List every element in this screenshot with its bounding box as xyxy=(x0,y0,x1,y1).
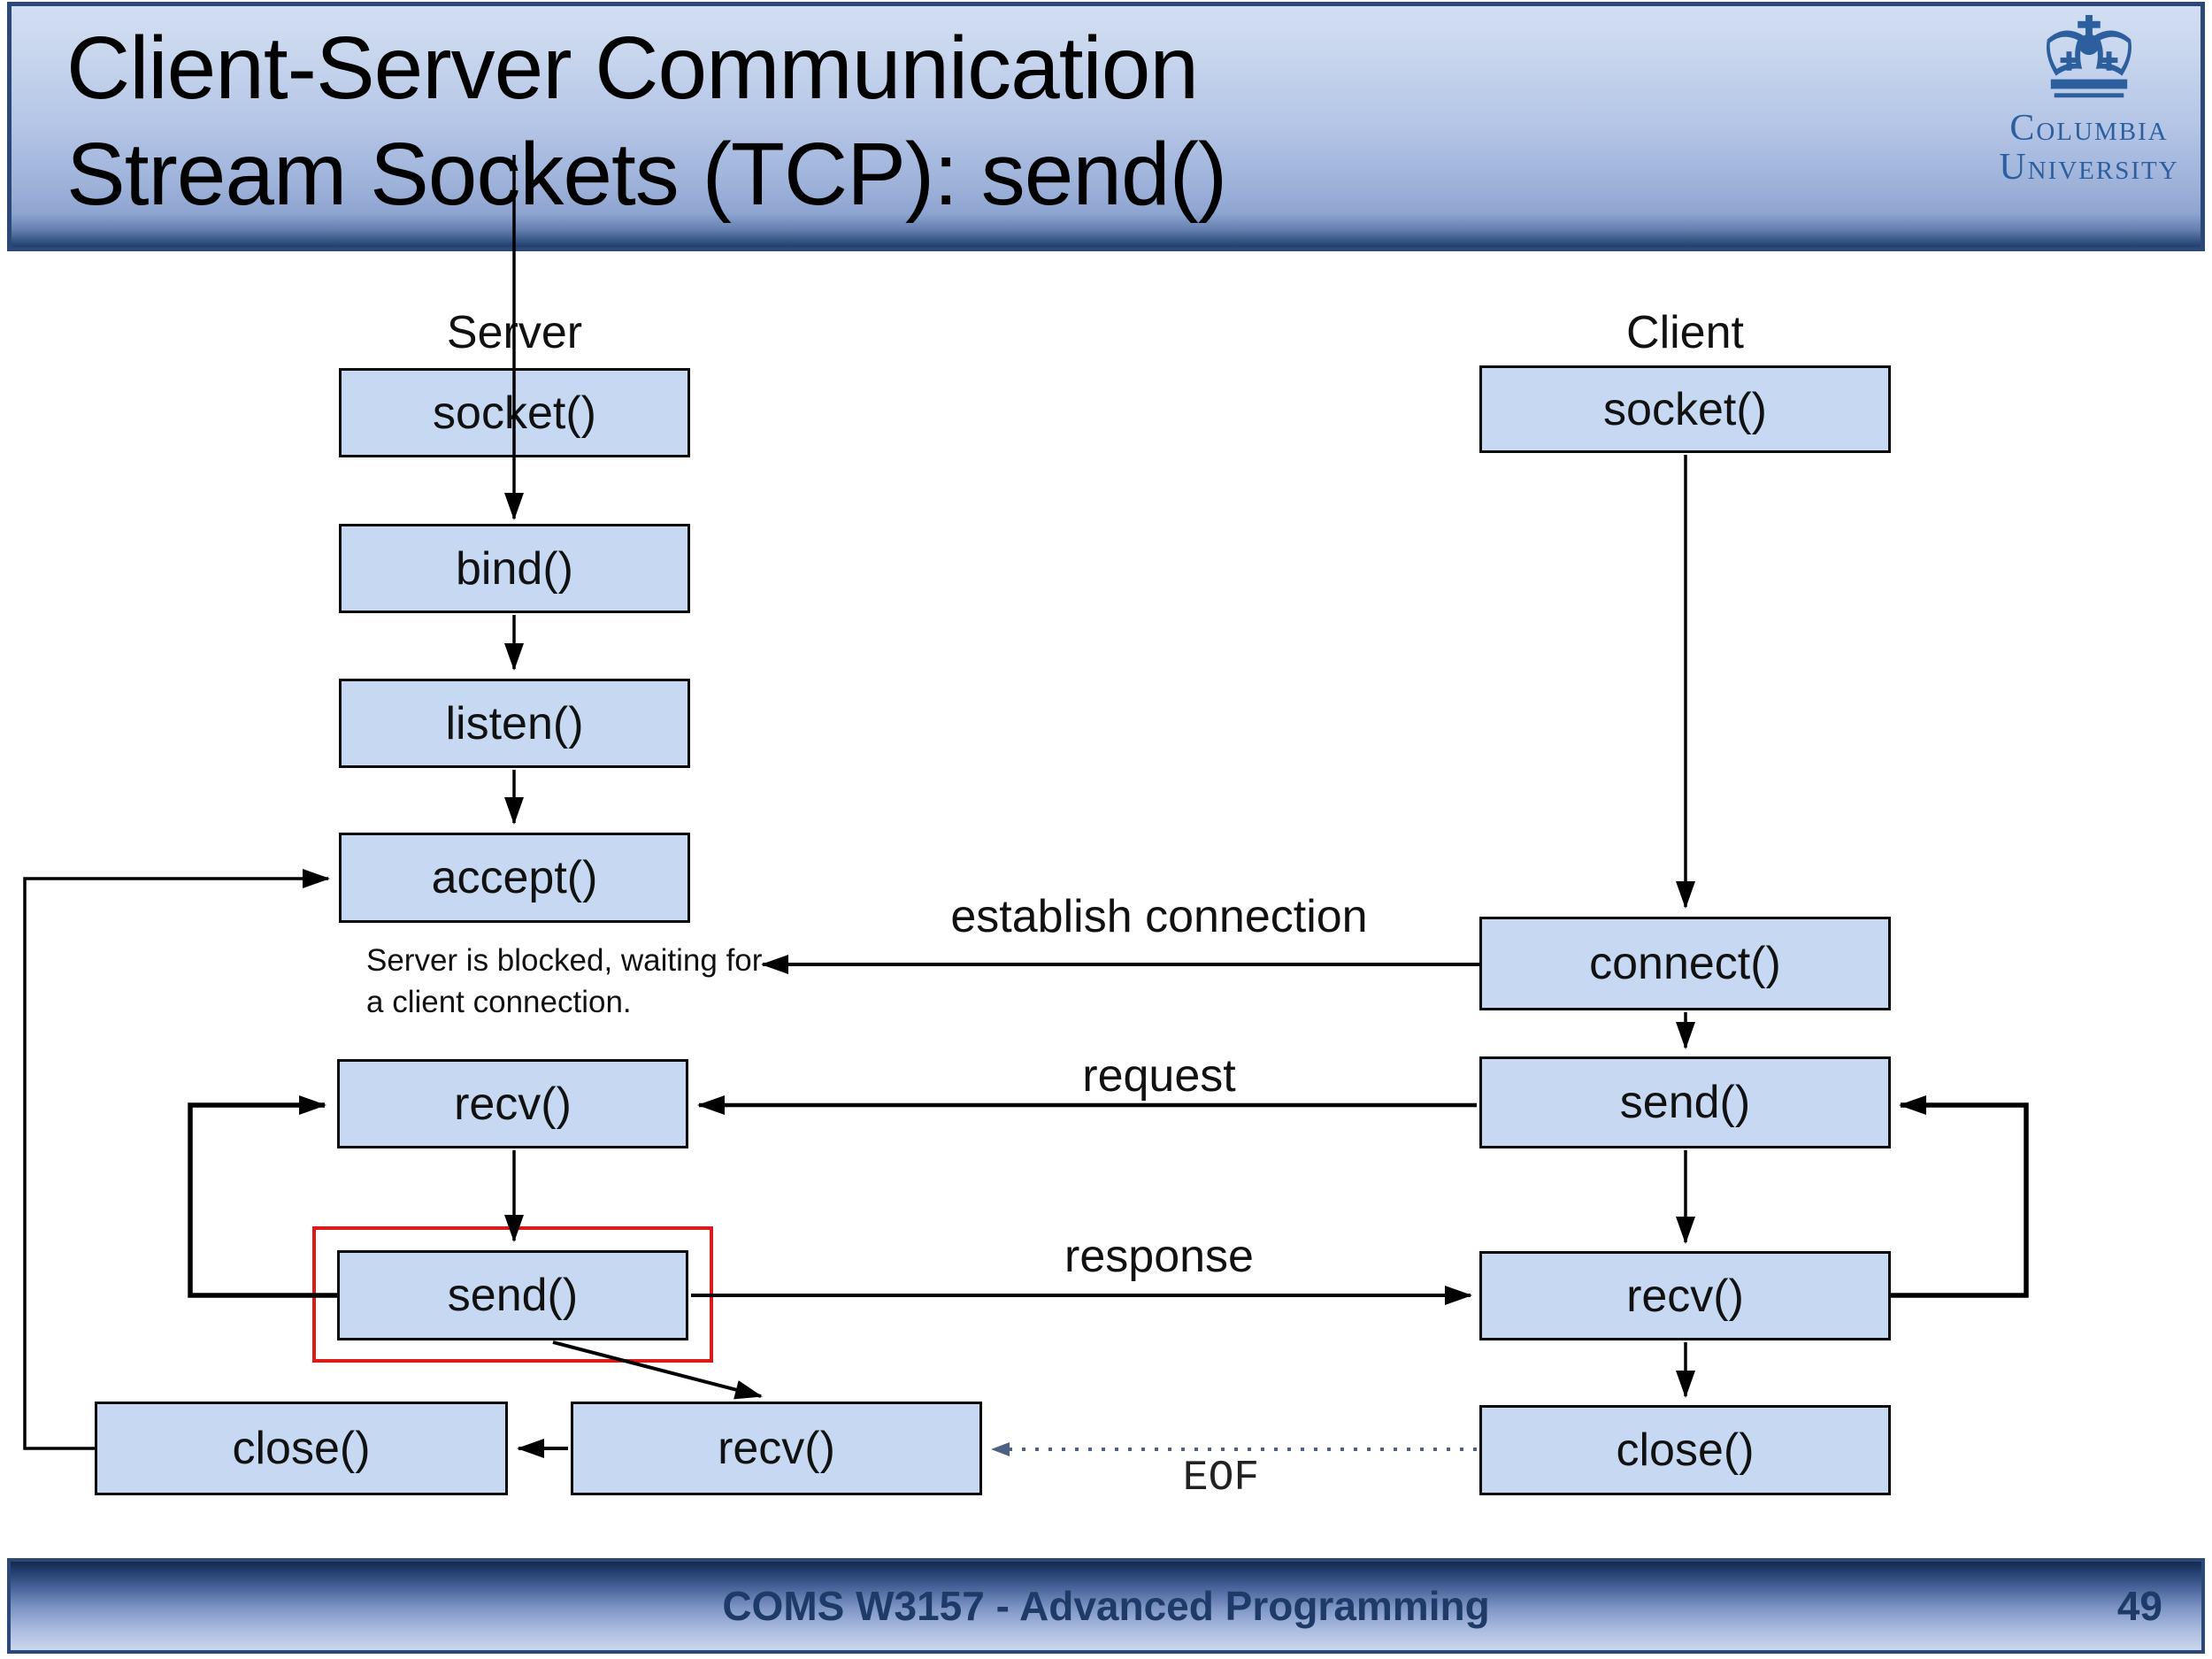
columbia-crown-icon xyxy=(2047,14,2131,98)
client-socket-box: socket() xyxy=(1479,365,1891,453)
columbia-logo: Columbia University xyxy=(1965,13,2212,187)
logo-text-university: University xyxy=(1999,147,2179,188)
footer-bar: COMS W3157 - Advanced Programming 49 xyxy=(7,1558,2205,1654)
eof-label: EOF xyxy=(1182,1455,1260,1502)
client-column-label: Client xyxy=(1626,307,1744,358)
server-accept-box: accept() xyxy=(339,833,690,923)
server-recv-box: recv() xyxy=(337,1059,688,1148)
footer-page-number: 49 xyxy=(2116,1583,2162,1629)
client-close-box: close() xyxy=(1479,1405,1891,1495)
server-blocked-note-line1: Server is blocked, waiting for xyxy=(366,943,763,978)
logo-text-columbia: Columbia xyxy=(2009,108,2169,149)
response-label: response xyxy=(1064,1231,1254,1282)
header-bar: Client-Server Communication Stream Socke… xyxy=(7,2,2205,251)
client-send-box: send() xyxy=(1479,1056,1891,1148)
server-bind-box: bind() xyxy=(339,524,690,613)
server-listen-box: listen() xyxy=(339,679,690,768)
server-close-box: close() xyxy=(95,1402,508,1495)
server-recv2-box: recv() xyxy=(571,1402,982,1495)
slide-title-line1: Client-Server Communication xyxy=(66,19,1199,118)
server-socket-box: socket() xyxy=(339,368,690,457)
client-connect-box: connect() xyxy=(1479,917,1891,1010)
client-recv-box: recv() xyxy=(1479,1251,1891,1340)
request-label: request xyxy=(1082,1050,1236,1102)
server-blocked-note-line2: a client connection. xyxy=(366,985,632,1019)
footer-course-label: COMS W3157 - Advanced Programming xyxy=(722,1583,1490,1629)
slide-title-line2: Stream Sockets (TCP): send() xyxy=(66,125,1227,224)
server-send-box: send() xyxy=(337,1250,688,1340)
server-column-label: Server xyxy=(446,307,583,358)
server-blocked-note: Server is blocked, waiting for a client … xyxy=(366,940,844,1023)
establish-connection-label: establish connection xyxy=(950,891,1368,942)
slide-title: Client-Server Communication Stream Socke… xyxy=(66,15,1227,227)
